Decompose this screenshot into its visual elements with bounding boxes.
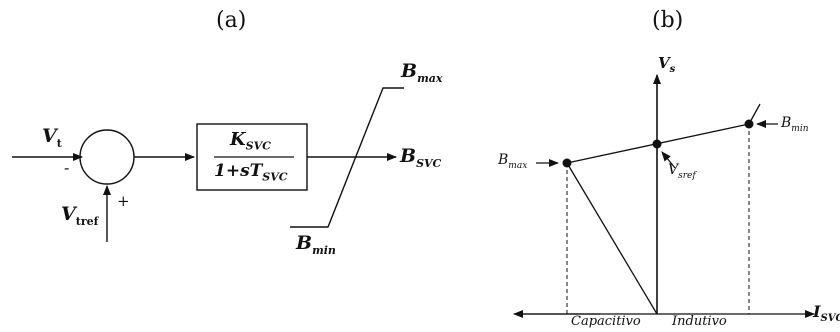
transfer-denominator-subscript: SVC	[262, 170, 288, 184]
reference-signal-subscript: tref	[75, 214, 99, 228]
voltage-axis-subscript: s	[669, 64, 676, 75]
transfer-denominator-text: 1+sT	[214, 161, 263, 181]
capacitive-region-label: Capacitivo	[571, 314, 641, 329]
current-axis-symbol: I	[813, 302, 821, 321]
input-signal-subscript: t	[56, 136, 62, 150]
reference-signal-label: Vtref	[61, 203, 98, 228]
transfer-numerator-symbol: K	[230, 129, 246, 150]
limiter-min-symbol: B	[296, 232, 313, 254]
plus-sign: +	[117, 192, 130, 210]
panel-a-label: (a)	[216, 8, 247, 33]
transfer-numerator-subscript: SVC	[245, 139, 271, 153]
bmin-label: Bmin	[781, 115, 809, 134]
vsref-label: Vsref	[668, 162, 696, 181]
limiter-line	[290, 87, 404, 228]
bmin-subscript: min	[791, 123, 809, 134]
limiter-min-label: Bmin	[296, 232, 336, 257]
limiter-max-subscript: max	[417, 71, 443, 85]
reference-signal-symbol: V	[61, 203, 76, 225]
voltage-axis-symbol: V	[658, 54, 670, 72]
inductive-region-label: Indutivo	[672, 314, 727, 329]
input-signal-label: Vt	[42, 125, 62, 150]
transfer-denominator: 1+sTSVC	[214, 161, 288, 183]
transfer-numerator: KSVC	[230, 129, 271, 153]
bmax-label: Bmax	[498, 152, 527, 171]
output-signal-label: BSVC	[400, 145, 441, 170]
limiter-min-subscript: min	[312, 243, 336, 257]
output-signal-subscript: SVC	[416, 156, 442, 170]
bmax-symbol: B	[498, 152, 509, 168]
summing-junction	[79, 129, 135, 185]
limiter-max-symbol: B	[401, 60, 418, 82]
input-signal-symbol: V	[42, 125, 57, 147]
voltage-axis-label: Vs	[658, 54, 675, 75]
bmin-point	[744, 119, 754, 129]
panel-b-label: (b)	[652, 8, 684, 33]
bmin-symbol: B	[781, 115, 792, 131]
capacitive-limit-line	[566, 162, 658, 315]
output-signal-symbol: B	[400, 145, 417, 167]
vsref-pointer-arrow	[661, 151, 676, 169]
current-axis-subscript: SVC	[820, 313, 840, 325]
vsref-symbol: V	[668, 162, 679, 178]
vsref-point	[652, 139, 662, 149]
vsref-subscript: sref	[678, 170, 696, 181]
limiter-max-label: Bmax	[401, 60, 442, 85]
bmax-point	[562, 158, 572, 168]
bmax-subscript: max	[508, 160, 528, 171]
minus-sign: -	[64, 158, 70, 177]
